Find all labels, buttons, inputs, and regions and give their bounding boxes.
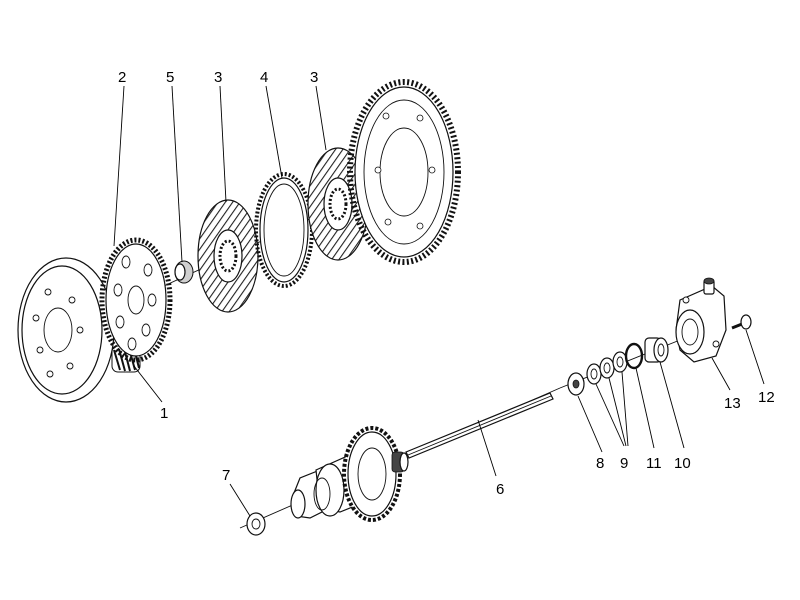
callout-9: 9 (620, 455, 628, 472)
callout-10: 10 (674, 455, 691, 472)
callout-8: 8 (596, 455, 604, 472)
flywheel-housing (17, 257, 115, 403)
callout-12: 12 (758, 389, 775, 406)
end-washer (246, 512, 266, 536)
callout-13: 13 (724, 395, 741, 412)
bleed-screw (731, 314, 752, 330)
shims-9 (586, 351, 628, 385)
callout-3-first: 3 (214, 69, 222, 86)
callout-5: 5 (166, 69, 174, 86)
toothed-drive-plate (99, 237, 173, 363)
callout-6: 6 (496, 481, 504, 498)
slave-cylinder-housing (675, 277, 727, 363)
callout-7: 7 (222, 467, 230, 484)
callout-3-second: 3 (310, 69, 318, 86)
steel-plate (254, 172, 314, 288)
callout-4: 4 (260, 69, 268, 86)
o-ring-11 (624, 342, 644, 370)
output-shaft-gear (290, 426, 409, 522)
washer-8 (567, 372, 585, 396)
callout-2: 2 (118, 69, 126, 86)
piston-10 (644, 337, 669, 363)
small-hub (174, 260, 194, 284)
large-ring-gear (347, 79, 461, 265)
callout-labels: 2 5 3 4 3 1 7 6 8 9 11 10 13 12 (118, 69, 775, 498)
callout-11: 11 (646, 455, 662, 472)
leader-lines (113, 85, 765, 517)
callout-1: 1 (160, 405, 168, 422)
friction-disc-a (197, 199, 259, 313)
